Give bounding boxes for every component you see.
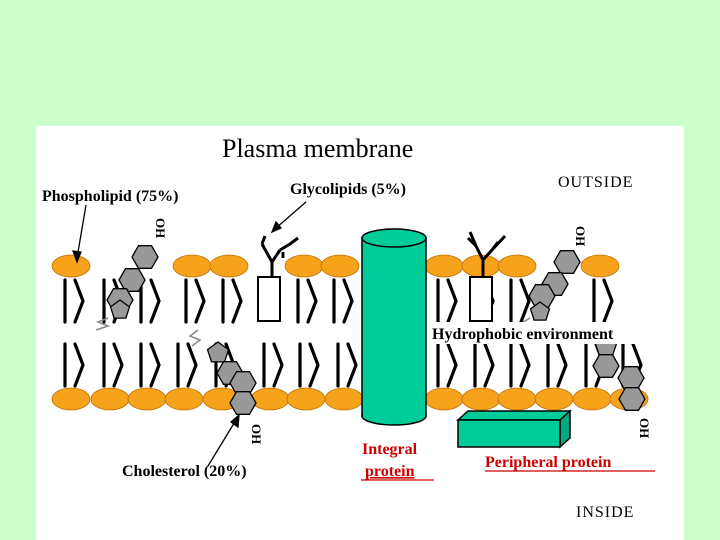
- glycolipid-left: [257, 235, 299, 322]
- cholesterol-ring: [118, 268, 146, 292]
- lipid-tail-pair: [139, 342, 161, 388]
- lipid-tail-pair: [336, 342, 358, 388]
- lipid-tail-pair: [184, 278, 206, 324]
- cholesterol-ring: [131, 245, 159, 269]
- lipid-head: [172, 254, 212, 278]
- lipid-head: [284, 254, 324, 278]
- cholesterol-tail: [95, 317, 111, 331]
- hydrophobic-label: Hydrophobic environment: [432, 326, 614, 343]
- cholesterol-molecules: [95, 245, 646, 415]
- lipid-head: [497, 387, 537, 411]
- cholesterol-ring: [618, 387, 646, 411]
- lipid-head: [51, 387, 91, 411]
- lipid-head: [324, 387, 364, 411]
- cholesterol-ring: [206, 341, 230, 363]
- lipid-head: [127, 387, 167, 411]
- lipid-head: [534, 387, 574, 411]
- lipid-tail-pair: [473, 342, 495, 388]
- lipid-tail-pair: [63, 278, 85, 324]
- cholesterol-ring: [528, 284, 556, 308]
- cholesterol-ring: [229, 391, 257, 415]
- lipid-tail-pair: [298, 342, 320, 388]
- lipid-head: [572, 387, 612, 411]
- lipid-tail-pair: [176, 342, 198, 388]
- glycolipids-label: Glycolipids (5%): [290, 181, 406, 198]
- inside-label: INSIDE: [576, 504, 634, 521]
- outside-label: OUTSIDE: [558, 174, 633, 191]
- lipid-tail-pair: [262, 342, 284, 388]
- cholesterol-ring: [229, 371, 257, 395]
- lipid-head: [320, 254, 360, 278]
- oh-label-3: OH: [249, 424, 264, 444]
- oh-label-1: OH: [153, 218, 168, 238]
- cholesterol-ring: [109, 299, 131, 319]
- cholesterol-ring: [553, 250, 581, 274]
- glycolipid-right: [466, 231, 507, 322]
- lipid-tail-pair: [332, 278, 354, 324]
- hydrophobic-label-bg: [428, 322, 678, 344]
- cholesterol-tail: [188, 329, 202, 347]
- lipid-tail-pair: [63, 342, 85, 388]
- peripheral-label: Peripheral protein: [485, 454, 611, 471]
- lipid-tails: [63, 278, 643, 388]
- lipid-head: [424, 387, 464, 411]
- cholesterol-label: Cholesterol (20%): [122, 463, 247, 480]
- lipid-tail-pair: [102, 342, 124, 388]
- lipid-head: [424, 254, 464, 278]
- lipid-tail-pair: [221, 278, 243, 324]
- lipid-head: [51, 254, 91, 278]
- integral-protein: [361, 228, 427, 426]
- cholesterol-ring: [529, 301, 551, 321]
- phospholipid-label: Phospholipid (75%): [42, 188, 178, 205]
- lipid-tail-pair: [546, 342, 568, 388]
- lipid-tail-pair: [139, 278, 161, 324]
- lipid-tail-pair: [509, 278, 531, 324]
- lipid-head: [209, 254, 249, 278]
- lipid-head: [580, 254, 620, 278]
- lipid-head: [461, 387, 501, 411]
- pointer-arrows: [72, 201, 307, 467]
- lipid-tail-pair: [509, 342, 531, 388]
- lipid-head: [164, 387, 204, 411]
- lipid-tail-pair: [592, 278, 614, 324]
- lipid-head: [286, 387, 326, 411]
- lipid-tail-pair: [296, 278, 318, 324]
- cholesterol-ring: [617, 366, 645, 390]
- lipid-head: [90, 387, 130, 411]
- integral-label-line2: protein: [365, 463, 415, 480]
- lipid-head: [250, 387, 290, 411]
- integral-label-line1: Integral: [362, 441, 418, 458]
- oh-label-4: OH: [637, 418, 652, 438]
- lipid-head: [497, 254, 537, 278]
- lipid-tail-pair: [436, 342, 458, 388]
- peripheral-protein: [456, 409, 572, 449]
- oh-label-2: OH: [573, 226, 588, 246]
- lipid-tail-pair: [436, 278, 458, 324]
- cholesterol-ring: [592, 354, 620, 378]
- diagram-title: Plasma membrane: [222, 134, 413, 163]
